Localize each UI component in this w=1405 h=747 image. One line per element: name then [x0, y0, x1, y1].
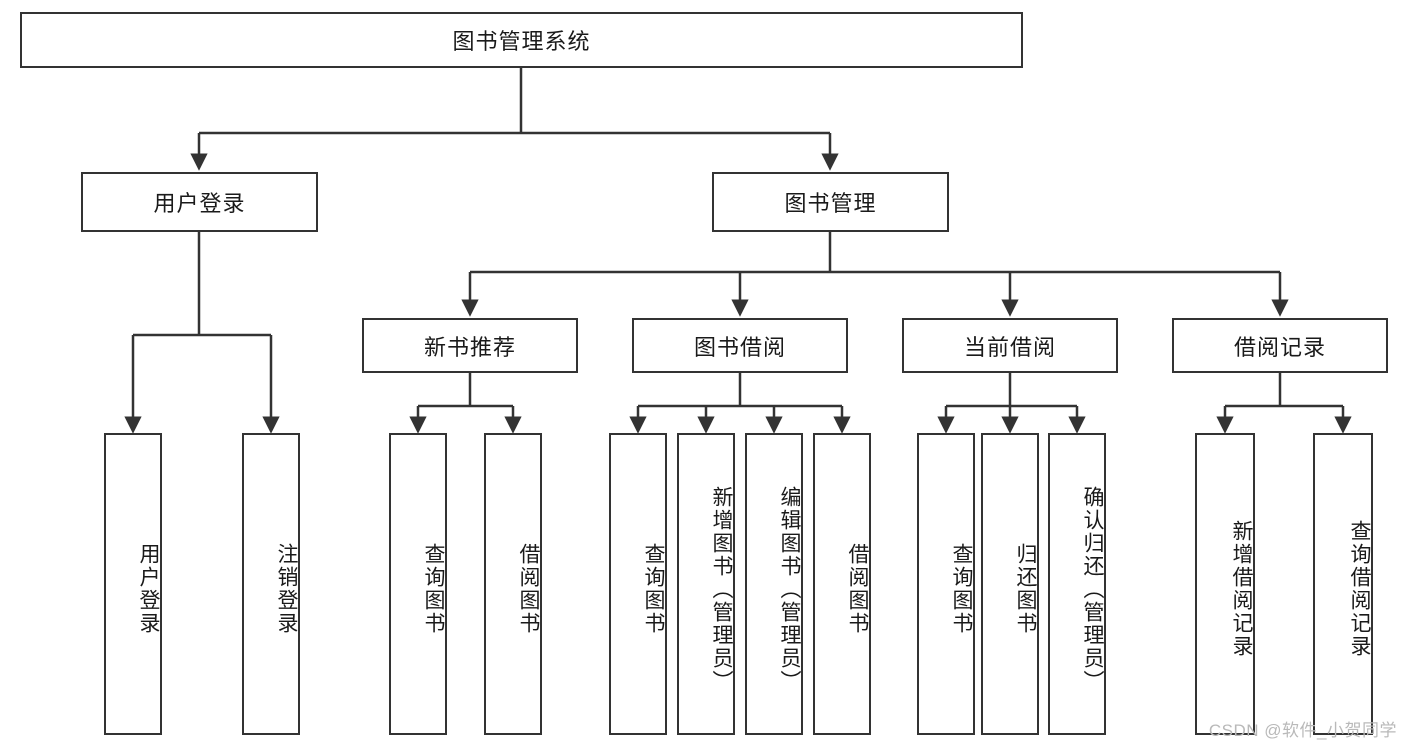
- node-leaf-edit-book[interactable]: 编辑图书（管理员）: [745, 433, 803, 735]
- node-leaf-add-book-label: 新增图书（管理员）: [710, 485, 733, 693]
- node-leaf-user-login[interactable]: 用户登录: [104, 433, 162, 735]
- node-leaf-borrow-book-2[interactable]: 借阅图书: [813, 433, 871, 735]
- node-leaf-query-book-1-label: 查询图书: [422, 543, 445, 635]
- node-leaf-query-book-2-label: 查询图书: [642, 543, 665, 635]
- node-current-borrow-label: 当前借阅: [963, 334, 1056, 360]
- node-leaf-confirm-return-label: 确认归还（管理员）: [1081, 485, 1104, 693]
- node-borrow-record[interactable]: 借阅记录: [1172, 318, 1388, 373]
- node-book-manage-label: 图书管理: [784, 191, 877, 216]
- node-leaf-return-book-label: 归还图书: [1014, 543, 1037, 635]
- node-borrow-record-label: 借阅记录: [1233, 334, 1326, 360]
- node-leaf-borrow-book-1-label: 借阅图书: [517, 543, 540, 635]
- node-leaf-confirm-return[interactable]: 确认归还（管理员）: [1048, 433, 1106, 735]
- node-book-borrow[interactable]: 图书借阅: [632, 318, 848, 373]
- node-root-label: 图书管理系统: [452, 29, 591, 54]
- node-user-login[interactable]: 用户登录: [81, 172, 318, 232]
- node-user-login-label: 用户登录: [153, 191, 246, 216]
- node-leaf-logout-login-label: 注销登录: [275, 543, 298, 635]
- node-leaf-borrow-book-1[interactable]: 借阅图书: [484, 433, 542, 735]
- node-leaf-return-book[interactable]: 归还图书: [981, 433, 1039, 735]
- node-root[interactable]: 图书管理系统: [20, 12, 1023, 68]
- node-leaf-add-book[interactable]: 新增图书（管理员）: [677, 433, 735, 735]
- node-leaf-borrow-book-2-label: 借阅图书: [846, 543, 869, 635]
- node-leaf-logout-login[interactable]: 注销登录: [242, 433, 300, 735]
- node-leaf-query-book-3-label: 查询图书: [950, 543, 973, 635]
- node-leaf-add-record[interactable]: 新增借阅记录: [1195, 433, 1255, 735]
- node-new-book-recommend[interactable]: 新书推荐: [362, 318, 578, 373]
- node-current-borrow[interactable]: 当前借阅: [902, 318, 1118, 373]
- node-leaf-edit-book-label: 编辑图书（管理员）: [778, 485, 801, 693]
- node-leaf-add-record-label: 新增借阅记录: [1230, 520, 1253, 658]
- node-leaf-query-book-3[interactable]: 查询图书: [917, 433, 975, 735]
- watermark-text: CSDN @软件_小贺同学: [1208, 721, 1397, 740]
- node-leaf-query-record[interactable]: 查询借阅记录: [1313, 433, 1373, 735]
- node-book-manage[interactable]: 图书管理: [712, 172, 949, 232]
- node-leaf-query-book-1[interactable]: 查询图书: [389, 433, 447, 735]
- node-leaf-query-book-2[interactable]: 查询图书: [609, 433, 667, 735]
- node-leaf-query-record-label: 查询借阅记录: [1348, 520, 1371, 658]
- node-leaf-user-login-label: 用户登录: [137, 543, 160, 635]
- node-book-borrow-label: 图书借阅: [693, 334, 786, 360]
- node-new-book-recommend-label: 新书推荐: [423, 334, 516, 360]
